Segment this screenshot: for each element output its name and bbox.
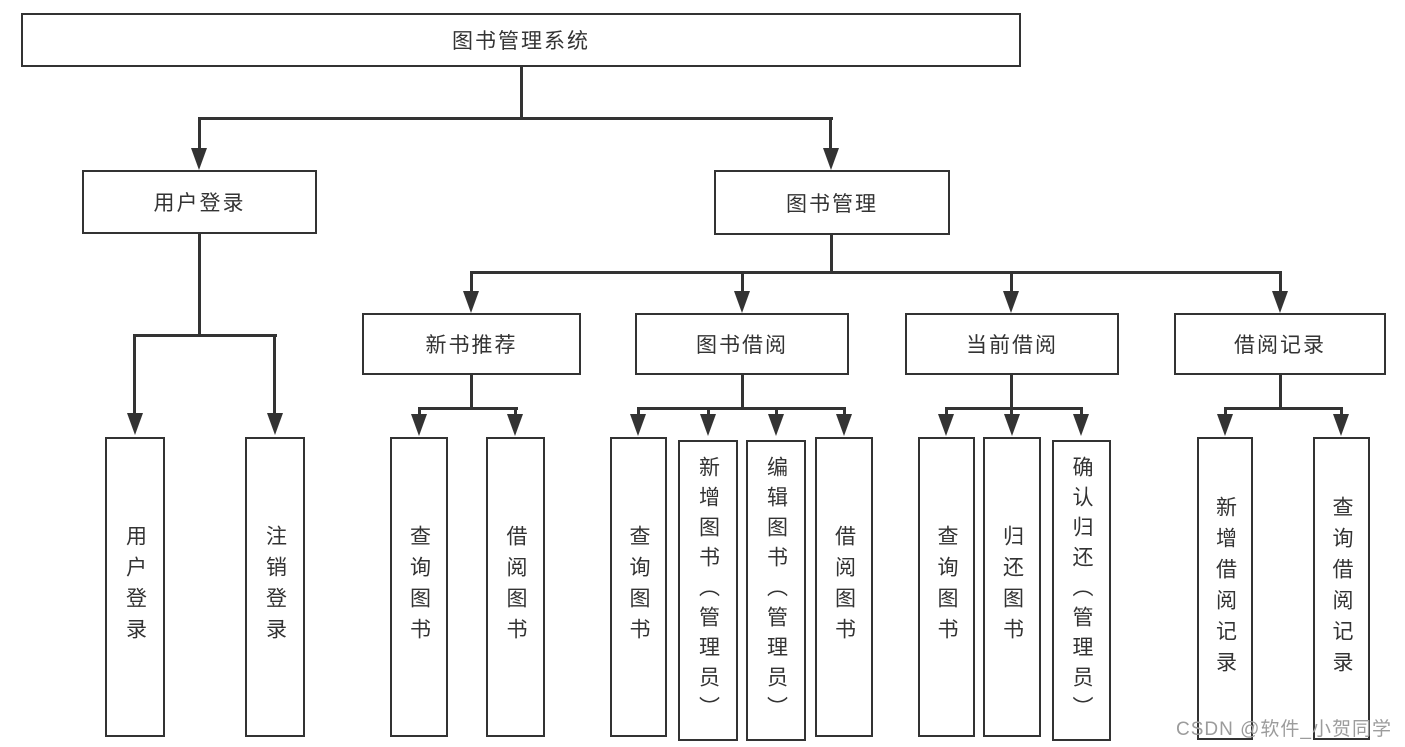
connector-line <box>198 117 201 150</box>
arrowhead-down-icon <box>1073 414 1089 436</box>
arrowhead-down-icon <box>836 414 852 436</box>
arrowhead-down-icon <box>734 291 750 313</box>
connector-line <box>198 117 833 120</box>
arrowhead-down-icon <box>768 414 784 436</box>
leaf-return-book: 归还图书 <box>983 437 1041 737</box>
leaf-logout-label: 注销登录 <box>263 525 287 649</box>
leaf-user-login-label: 用户登录 <box>123 525 147 649</box>
connector-line <box>520 67 523 118</box>
connector-line <box>945 407 948 416</box>
leaf-add-book-admin-label: 新增图书（管理员） <box>696 455 720 726</box>
leaf-borrow-borrow-book-label: 借阅图书 <box>832 525 856 649</box>
watermark: CSDN @软件_小贺同学 <box>1176 719 1392 740</box>
connector-line <box>273 334 276 415</box>
connector-line <box>775 407 778 416</box>
node-user-login-label: 用户登录 <box>153 192 246 215</box>
connector-line <box>637 407 846 410</box>
arrowhead-down-icon <box>127 413 143 435</box>
leaf-recommend-query-book-label: 查询图书 <box>407 525 431 649</box>
connector-line <box>1340 407 1343 416</box>
connector-line <box>1010 407 1013 416</box>
connector-line <box>707 407 710 416</box>
node-new-book-recommend: 新书推荐 <box>362 313 581 375</box>
leaf-logout: 注销登录 <box>245 437 305 737</box>
arrowhead-down-icon <box>700 414 716 436</box>
connector-line <box>470 271 473 293</box>
arrowhead-down-icon <box>1333 414 1349 436</box>
connector-line <box>945 407 1082 410</box>
node-borrow-record-label: 借阅记录 <box>1234 334 1326 357</box>
connector-line <box>470 271 1282 274</box>
connector-line <box>1279 375 1282 409</box>
leaf-recommend-query-book: 查询图书 <box>390 437 448 737</box>
connector-line <box>418 407 421 416</box>
leaf-confirm-return-admin: 确认归还（管理员） <box>1052 440 1111 741</box>
connector-line <box>418 407 518 410</box>
connector-line <box>198 234 201 335</box>
arrowhead-down-icon <box>411 414 427 436</box>
node-book-borrow: 图书借阅 <box>635 313 849 375</box>
connector-line <box>1010 375 1013 409</box>
connector-line <box>843 407 846 416</box>
arrowhead-down-icon <box>267 413 283 435</box>
arrowhead-down-icon <box>938 414 954 436</box>
connector-line <box>133 334 277 337</box>
connector-line <box>741 271 744 293</box>
leaf-current-query-book: 查询图书 <box>918 437 975 737</box>
node-borrow-record: 借阅记录 <box>1174 313 1386 375</box>
node-book-management-label: 图书管理 <box>786 192 878 216</box>
connector-line <box>1224 407 1342 410</box>
leaf-edit-book-admin-label: 编辑图书（管理员） <box>764 455 788 726</box>
leaf-confirm-return-admin-label: 确认归还（管理员） <box>1070 455 1093 726</box>
arrowhead-down-icon <box>1272 291 1288 313</box>
connector-line <box>829 117 832 150</box>
leaf-current-query-book-label: 查询图书 <box>935 525 958 649</box>
leaf-edit-book-admin: 编辑图书（管理员） <box>746 440 806 741</box>
leaf-add-book-admin: 新增图书（管理员） <box>678 440 738 741</box>
node-root: 图书管理系统 <box>21 13 1021 67</box>
leaf-borrow-query-book: 查询图书 <box>610 437 667 737</box>
leaf-recommend-borrow-book: 借阅图书 <box>486 437 545 737</box>
leaf-add-borrow-record: 新增借阅记录 <box>1197 437 1253 740</box>
connector-line <box>1279 271 1282 293</box>
leaf-return-book-label: 归还图书 <box>1000 525 1024 649</box>
node-book-management: 图书管理 <box>714 170 950 235</box>
arrowhead-down-icon <box>630 414 646 436</box>
leaf-user-login: 用户登录 <box>105 437 165 737</box>
arrowhead-down-icon <box>1217 414 1233 436</box>
connector-line <box>1224 407 1227 416</box>
connector-line <box>1080 407 1083 416</box>
connector-line <box>133 334 136 415</box>
leaf-query-borrow-record-label: 查询借阅记录 <box>1330 495 1353 682</box>
connector-line <box>514 407 517 416</box>
node-user-login: 用户登录 <box>82 170 317 234</box>
arrowhead-down-icon <box>463 291 479 313</box>
leaf-add-borrow-record-label: 新增借阅记录 <box>1213 495 1237 682</box>
arrowhead-down-icon <box>191 148 207 170</box>
leaf-borrow-query-book-label: 查询图书 <box>627 525 650 649</box>
connector-line <box>637 407 640 416</box>
connector-line <box>830 235 833 273</box>
connector-line <box>470 375 473 409</box>
arrowhead-down-icon <box>823 148 839 170</box>
arrowhead-down-icon <box>1003 291 1019 313</box>
node-new-book-recommend-label: 新书推荐 <box>425 334 518 357</box>
node-current-borrow: 当前借阅 <box>905 313 1119 375</box>
node-book-borrow-label: 图书借阅 <box>696 334 788 357</box>
connector-line <box>1010 271 1013 293</box>
arrowhead-down-icon <box>507 414 523 436</box>
node-root-label: 图书管理系统 <box>452 30 590 53</box>
arrowhead-down-icon <box>1004 414 1020 436</box>
leaf-query-borrow-record: 查询借阅记录 <box>1313 437 1370 740</box>
leaf-borrow-borrow-book: 借阅图书 <box>815 437 873 737</box>
connector-line <box>741 375 744 409</box>
node-current-borrow-label: 当前借阅 <box>966 334 1058 357</box>
leaf-recommend-borrow-book-label: 借阅图书 <box>504 525 527 649</box>
